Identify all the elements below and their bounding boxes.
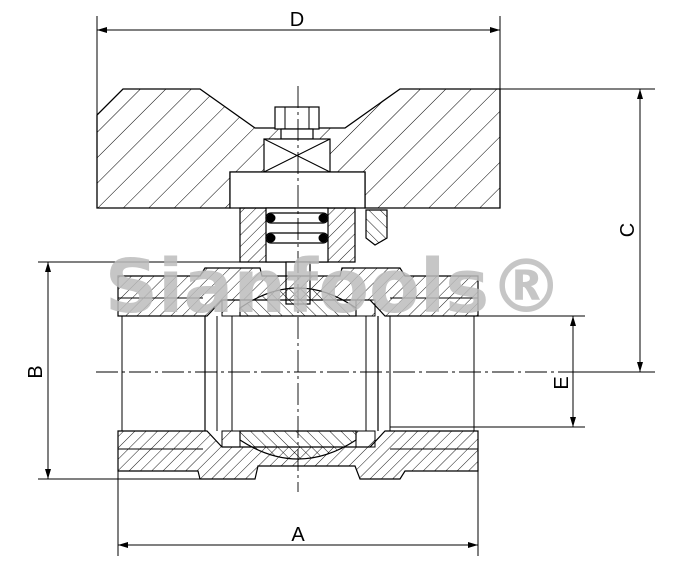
o-ring-right-bottom bbox=[318, 233, 328, 243]
dimension-b-label: B bbox=[25, 365, 47, 378]
centerlines bbox=[96, 86, 580, 492]
hex-nut bbox=[274, 106, 320, 140]
watermark: Sianfools® bbox=[105, 244, 564, 330]
dimension-c bbox=[500, 88, 655, 373]
dimension-e bbox=[390, 315, 585, 428]
dimension-a-label: A bbox=[291, 524, 305, 546]
dimension-b bbox=[38, 261, 240, 480]
o-ring-left-top bbox=[266, 213, 276, 223]
o-ring-left-bottom bbox=[266, 233, 276, 243]
dimension-d bbox=[96, 16, 501, 115]
dimension-d-label: D bbox=[290, 9, 304, 31]
o-ring-right-top bbox=[318, 213, 328, 223]
stem-square bbox=[263, 138, 331, 173]
dimension-c-label: C bbox=[617, 223, 639, 237]
dimension-e-label: E bbox=[551, 376, 573, 389]
dimension-a bbox=[117, 471, 479, 556]
